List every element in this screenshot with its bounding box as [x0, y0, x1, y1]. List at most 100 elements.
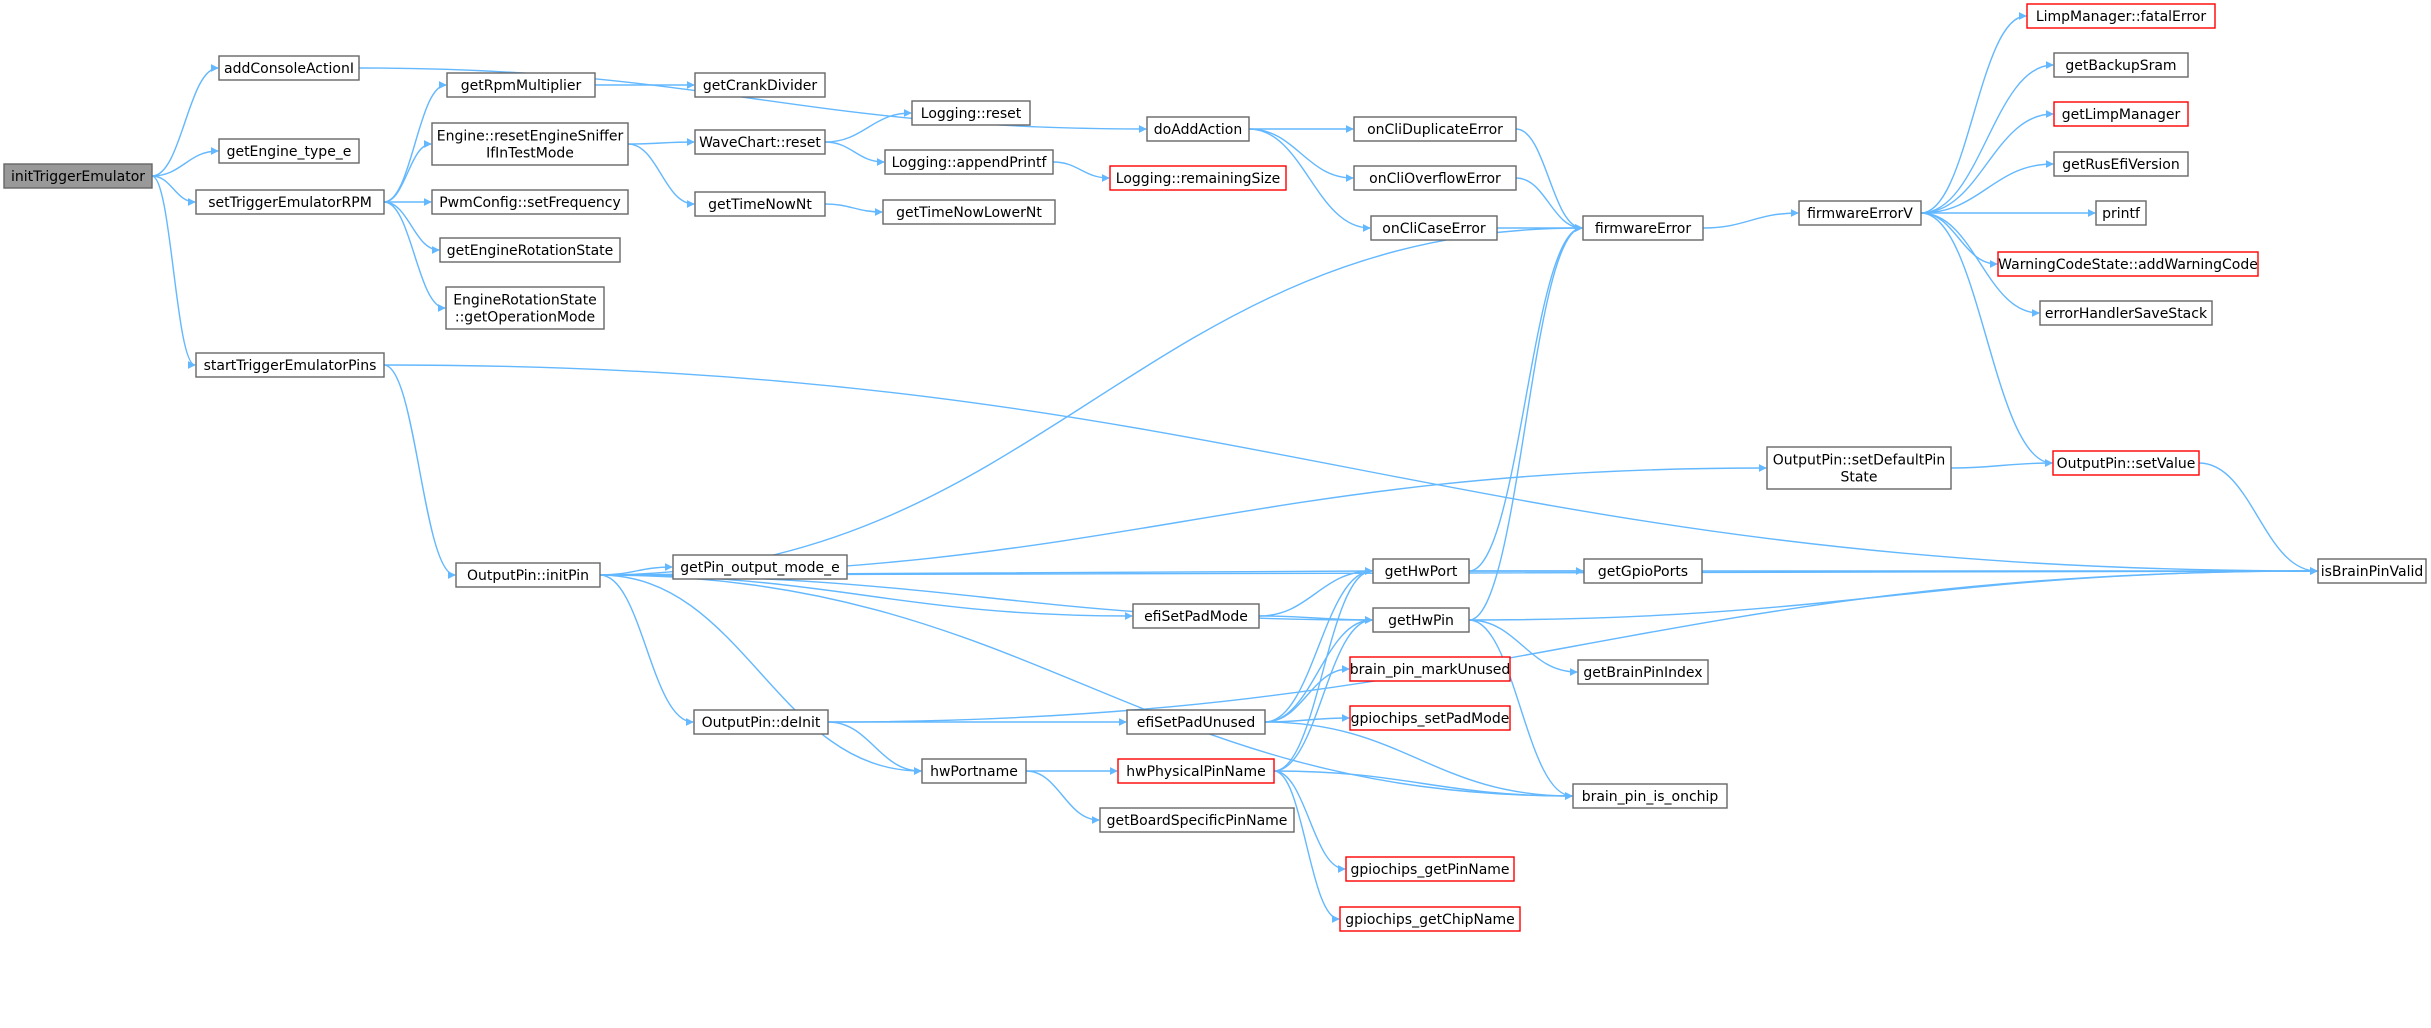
node-box[interactable] — [882, 199, 1056, 225]
node-getBackupSram[interactable]: getBackupSram — [2053, 52, 2189, 78]
node-firmwareError[interactable]: firmwareError — [1582, 215, 1704, 241]
node-gpiochips_getPinName[interactable]: gpiochips_getPinName — [1345, 856, 1515, 882]
node-box[interactable] — [1099, 807, 1295, 833]
node-box[interactable] — [2039, 300, 2213, 326]
node-efiSetPadMode[interactable]: efiSetPadMode — [1132, 603, 1260, 629]
node-box[interactable] — [672, 554, 848, 580]
node-doAddAction[interactable]: doAddAction — [1146, 116, 1250, 142]
node-box[interactable] — [1353, 116, 1517, 142]
node-getGpioPorts[interactable]: getGpioPorts — [1583, 558, 1703, 584]
node-box[interactable] — [1117, 758, 1275, 784]
node-box[interactable] — [921, 758, 1027, 784]
node-box[interactable] — [446, 72, 596, 98]
node-box[interactable] — [218, 138, 360, 164]
node-onCliOverflowError[interactable]: onCliOverflowError — [1353, 165, 1517, 191]
node-box[interactable] — [1146, 116, 1250, 142]
node-startTriggerEmulatorPins[interactable]: startTriggerEmulatorPins — [195, 352, 385, 378]
node-box[interactable] — [3, 163, 153, 189]
node-box[interactable] — [2053, 52, 2189, 78]
node-getEngineRotationState[interactable]: getEngineRotationState — [439, 237, 621, 263]
node-box[interactable] — [1572, 783, 1728, 809]
node-getTimeNowNt[interactable]: getTimeNowNt — [694, 191, 826, 217]
node-gpiochips_setPadMode[interactable]: gpiochips_setPadMode — [1349, 705, 1511, 731]
node-box[interactable] — [693, 709, 829, 735]
node-getHwPort[interactable]: getHwPort — [1372, 558, 1470, 584]
node-deInit[interactable]: OutputPin::deInit — [693, 709, 829, 735]
node-initPin[interactable]: OutputPin::initPin — [455, 562, 601, 588]
node-box[interactable] — [1349, 705, 1511, 731]
node-box[interactable] — [911, 100, 1031, 126]
node-getEngine_type_e[interactable]: getEngine_type_e — [218, 138, 360, 164]
node-box[interactable] — [1132, 603, 1260, 629]
node-box[interactable] — [1766, 446, 1952, 490]
node-printf[interactable]: printf — [2095, 200, 2147, 226]
node-firmwareErrorV[interactable]: firmwareErrorV — [1798, 200, 1922, 226]
node-box[interactable] — [2052, 450, 2200, 476]
node-fatalError[interactable]: LimpManager::fatalError — [2026, 3, 2216, 29]
node-waveChartReset[interactable]: WaveChart::reset — [694, 129, 826, 155]
node-box[interactable] — [1345, 856, 1515, 882]
node-box[interactable] — [1126, 709, 1266, 735]
node-box[interactable] — [431, 122, 629, 166]
node-box[interactable] — [884, 149, 1054, 175]
node-getOperationMode[interactable]: EngineRotationState::getOperationMode — [445, 286, 605, 330]
node-box[interactable] — [1349, 656, 1511, 682]
node-getTimeNowLowerNt[interactable]: getTimeNowLowerNt — [882, 199, 1056, 225]
node-box[interactable] — [1577, 659, 1709, 685]
node-box[interactable] — [1582, 215, 1704, 241]
node-box[interactable] — [439, 237, 621, 263]
node-addConsoleActionI[interactable]: addConsoleActionI — [218, 55, 360, 81]
node-box[interactable] — [1339, 906, 1521, 932]
node-box[interactable] — [694, 129, 826, 155]
node-getBoardSpecificPinName[interactable]: getBoardSpecificPinName — [1099, 807, 1295, 833]
node-getRpmMultiplier[interactable]: getRpmMultiplier — [446, 72, 596, 98]
node-hwPortname[interactable]: hwPortname — [921, 758, 1027, 784]
node-box[interactable] — [2095, 200, 2147, 226]
node-getPin_output_mode_e[interactable]: getPin_output_mode_e — [672, 554, 848, 580]
node-box[interactable] — [694, 191, 826, 217]
node-box[interactable] — [1798, 200, 1922, 226]
node-isBrainPinValid[interactable]: isBrainPinValid — [2317, 558, 2427, 584]
node-errorHandlerSaveStack[interactable]: errorHandlerSaveStack — [2039, 300, 2213, 326]
node-box[interactable] — [445, 286, 605, 330]
node-box[interactable] — [2026, 3, 2216, 29]
node-box[interactable] — [2053, 101, 2189, 127]
node-addWarningCode[interactable]: WarningCodeState::addWarningCode — [1997, 251, 2259, 277]
node-onCliCaseError[interactable]: onCliCaseError — [1370, 215, 1498, 241]
node-box[interactable] — [2317, 558, 2427, 584]
node-box[interactable] — [431, 189, 629, 215]
node-gpiochips_getChipName[interactable]: gpiochips_getChipName — [1339, 906, 1521, 932]
node-loggingReset[interactable]: Logging::reset — [911, 100, 1031, 126]
node-box[interactable] — [694, 72, 826, 98]
node-box[interactable] — [195, 189, 385, 215]
node-setValue[interactable]: OutputPin::setValue — [2052, 450, 2200, 476]
node-box[interactable] — [2053, 151, 2189, 177]
node-efiSetPadUnused[interactable]: efiSetPadUnused — [1126, 709, 1266, 735]
node-setTriggerEmulatorRPM[interactable]: setTriggerEmulatorRPM — [195, 189, 385, 215]
node-hwPhysicalPinName[interactable]: hwPhysicalPinName — [1117, 758, 1275, 784]
node-box[interactable] — [1370, 215, 1498, 241]
node-brain_pin_is_onchip[interactable]: brain_pin_is_onchip — [1572, 783, 1728, 809]
node-getLimpManager[interactable]: getLimpManager — [2053, 101, 2189, 127]
node-box[interactable] — [218, 55, 360, 81]
node-box[interactable] — [1353, 165, 1517, 191]
node-getCrankDivider[interactable]: getCrankDivider — [694, 72, 826, 98]
node-box[interactable] — [1109, 165, 1287, 191]
node-box[interactable] — [1372, 558, 1470, 584]
node-getRusEfiVersion[interactable]: getRusEfiVersion — [2053, 151, 2189, 177]
node-box[interactable] — [195, 352, 385, 378]
node-remainingSize[interactable]: Logging::remainingSize — [1109, 165, 1287, 191]
node-brain_pin_markUnused[interactable]: brain_pin_markUnused — [1349, 656, 1511, 682]
node-getHwPin[interactable]: getHwPin — [1372, 607, 1470, 633]
node-onCliDuplicateError[interactable]: onCliDuplicateError — [1353, 116, 1517, 142]
node-appendPrintf[interactable]: Logging::appendPrintf — [884, 149, 1054, 175]
node-setFrequency[interactable]: PwmConfig::setFrequency — [431, 189, 629, 215]
node-box[interactable] — [1997, 251, 2259, 277]
node-box[interactable] — [455, 562, 601, 588]
node-box[interactable] — [1372, 607, 1470, 633]
node-getBrainPinIndex[interactable]: getBrainPinIndex — [1577, 659, 1709, 685]
node-initTriggerEmulator[interactable]: initTriggerEmulator — [3, 163, 153, 189]
node-box[interactable] — [1583, 558, 1703, 584]
